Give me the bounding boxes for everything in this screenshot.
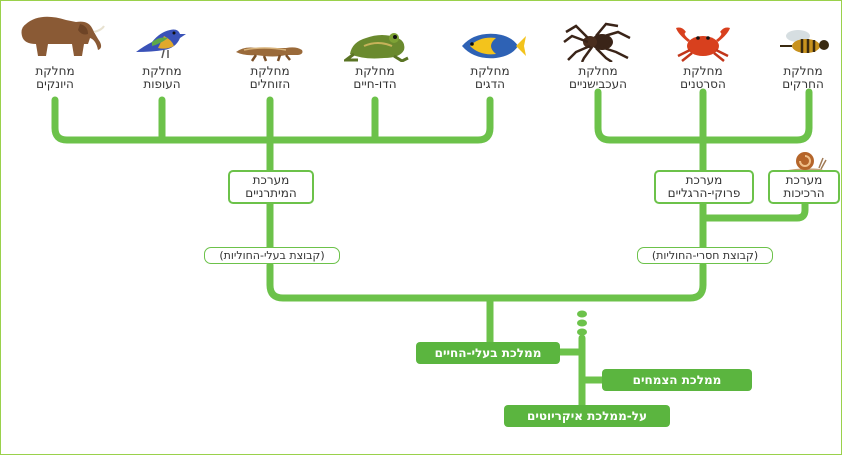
branch-groups-join xyxy=(266,261,707,302)
more-kingdoms-dots xyxy=(577,310,587,336)
fish-icon xyxy=(462,33,526,59)
branch-mollusks xyxy=(699,196,809,222)
spider-icon xyxy=(563,22,631,62)
kingdom-plants: ממלכת הצמחים xyxy=(602,369,752,391)
elephant-icon xyxy=(21,16,105,56)
bird-icon xyxy=(136,29,186,59)
group-invertebrates: (קבוצת חסרי-החוליות) xyxy=(637,247,773,264)
crab-icon xyxy=(676,27,730,62)
superkingdom-eukaryotes: על-ממלכת איקריוטים xyxy=(504,405,670,427)
group-vertebrates: (קבוצת בעלי-החוליות) xyxy=(204,247,340,264)
lizard-icon xyxy=(236,47,303,62)
bee-icon xyxy=(780,30,829,53)
frog-icon xyxy=(344,33,409,62)
kingdom-animals: ממלכת בעלי-החיים xyxy=(416,342,560,364)
